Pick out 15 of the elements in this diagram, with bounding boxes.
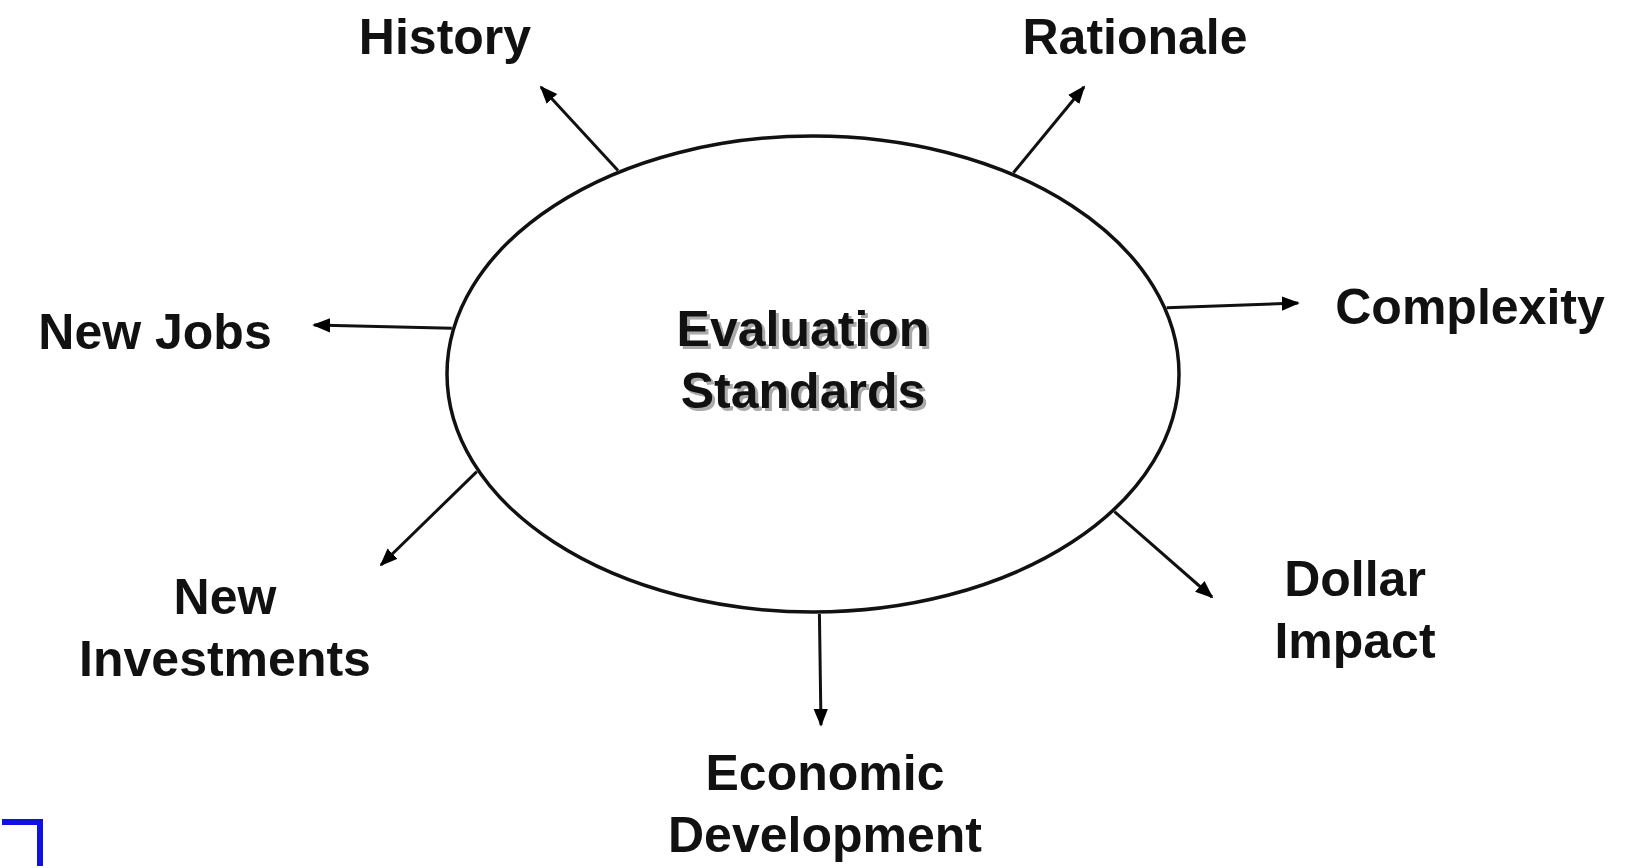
topic-label: Dollar Impact: [1273, 549, 1437, 671]
arrow: [1113, 510, 1214, 599]
arrow: [379, 470, 478, 567]
topic-label: New Jobs: [38, 302, 272, 362]
topic-label: Economic Development: [667, 743, 983, 865]
topic-label: New Investments: [78, 567, 372, 689]
topic-label: Rationale: [1022, 7, 1248, 67]
center-title: Evaluation Standards: [675, 299, 931, 421]
arrow: [1166, 296, 1300, 311]
arrow: [813, 613, 828, 727]
arrow: [539, 85, 620, 172]
topic-label: Complexity: [1335, 277, 1605, 337]
arrow: [312, 318, 452, 333]
topic-label: History: [358, 7, 532, 67]
arrow: [1012, 85, 1086, 174]
